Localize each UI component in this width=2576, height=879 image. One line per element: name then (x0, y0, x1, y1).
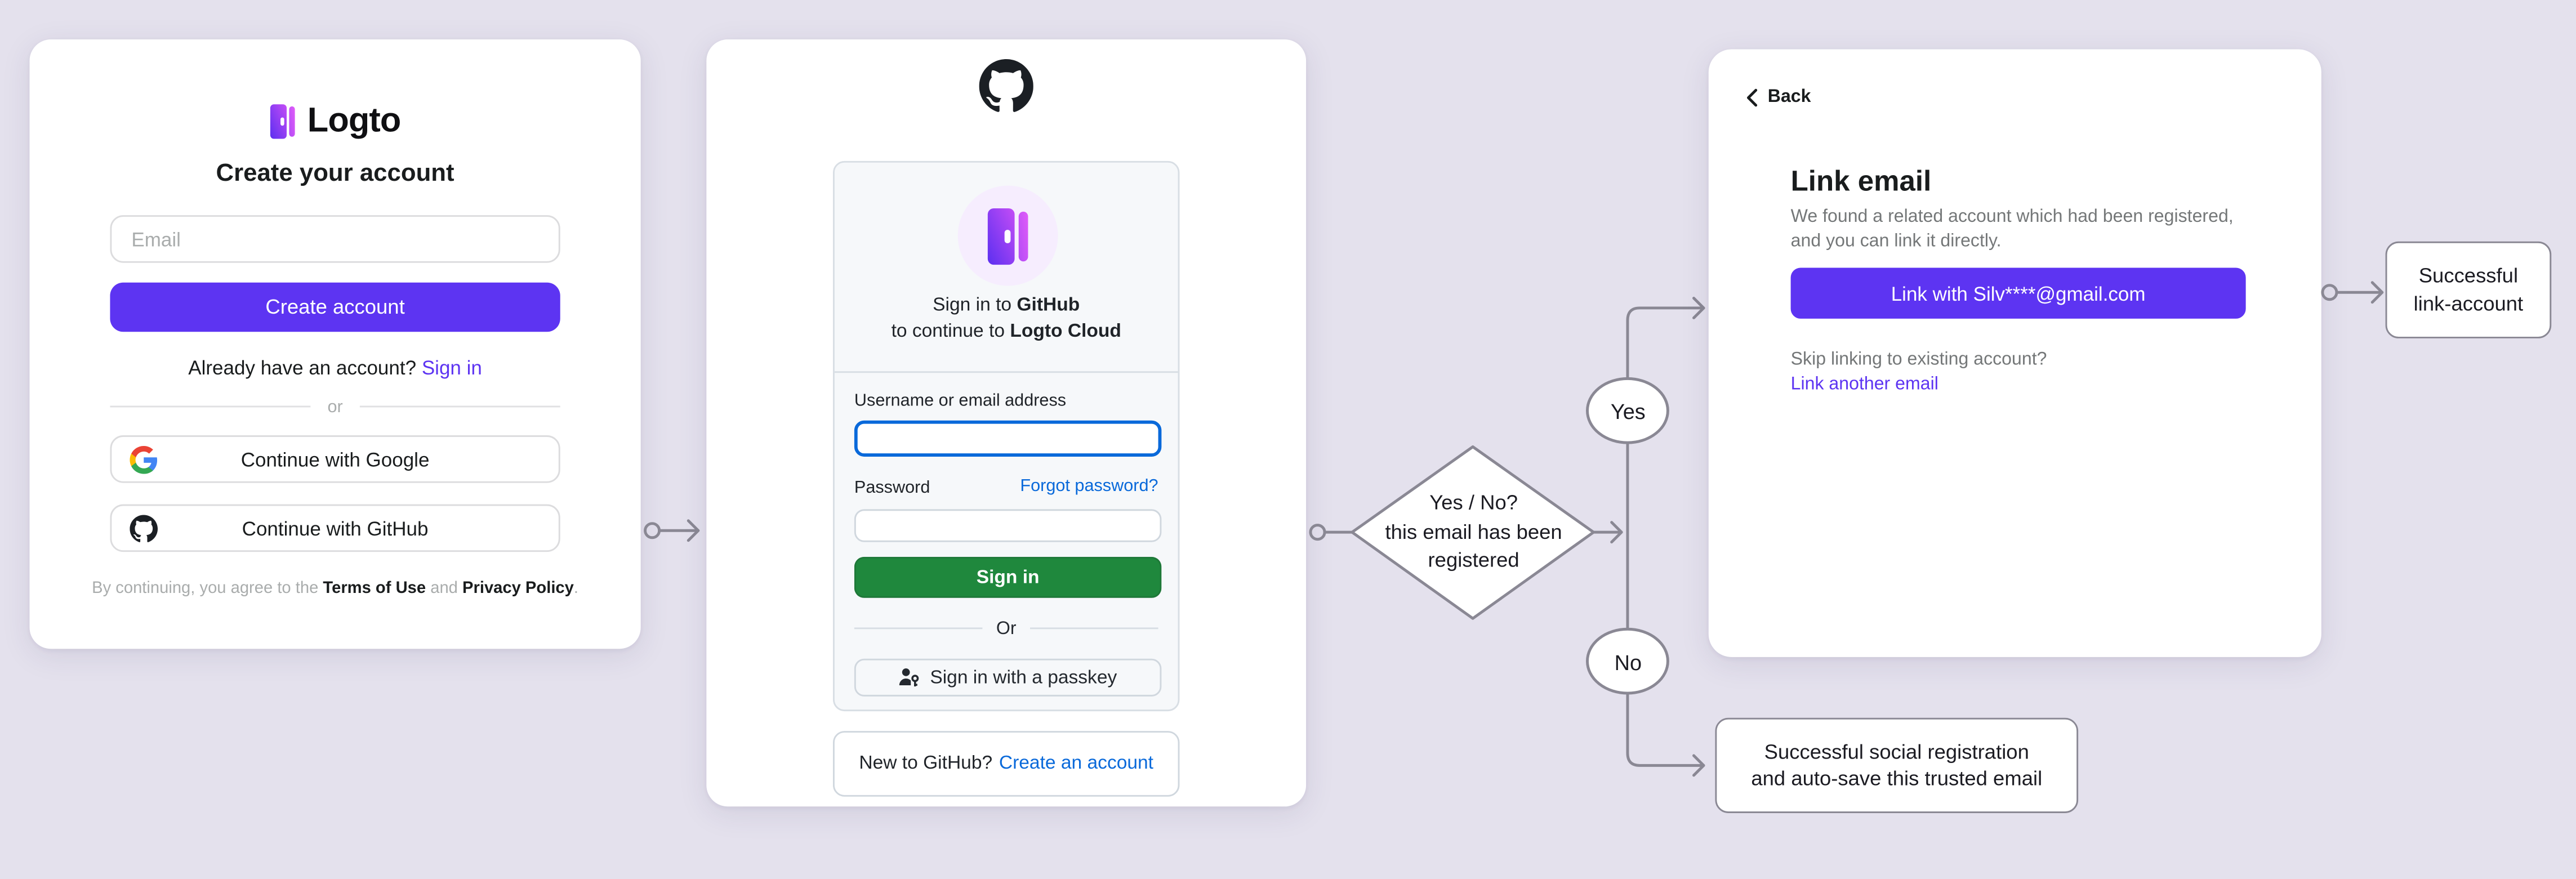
divider-line (359, 405, 560, 408)
continue-google-button[interactable]: Continue with Google (110, 435, 560, 483)
box-divider (834, 371, 1178, 373)
terms-period: . (573, 579, 578, 598)
outcome-social-registration-box: Successful social registration and auto-… (1715, 717, 2079, 813)
terms-prefix: By continuing, you agree to the (92, 579, 319, 598)
create-account-link[interactable]: Create an account (999, 753, 1154, 774)
continue-to-prefix: to continue to (891, 322, 1005, 342)
username-label: Username or email address (854, 391, 1067, 411)
outcome-line1: Successful social registration (1764, 740, 2029, 763)
google-icon (130, 445, 158, 474)
divider-line (110, 405, 311, 408)
signin-to-text: Sign in to GitHub to continue to Logto C… (835, 292, 1178, 345)
chevron-left-icon (1745, 88, 1759, 106)
decision-line1: Yes / No? (1429, 491, 1518, 515)
continue-github-label: Continue with GitHub (242, 516, 429, 540)
email-field[interactable] (110, 215, 560, 263)
terms-of-use-link[interactable]: Terms of Use (323, 579, 426, 598)
connector-arrow-3 (2321, 281, 2384, 304)
outcome-line2: link-account (2413, 291, 2524, 315)
continue-google-label: Continue with Google (240, 447, 430, 471)
terms-text: By continuing, you agree to the Terms of… (30, 580, 641, 598)
back-label: Back (1767, 87, 1811, 107)
page-title: Create your account (216, 159, 454, 188)
panel-title: Link email (1790, 164, 1932, 198)
skip-text: Skip linking to existing account? (1790, 350, 2047, 370)
outcome-line1: Successful (2418, 264, 2519, 288)
logto-door-icon (270, 104, 296, 140)
signin-prompt-row: Already have an account? Sign in (30, 356, 641, 380)
logto-logo: Logto (30, 101, 641, 140)
logto-signup-card: Logto Create your account Create account… (29, 39, 641, 649)
github-icon (130, 514, 158, 542)
brand-name: Logto (307, 101, 402, 140)
decision-line3: registered (1428, 548, 1519, 572)
decision-diamond-label: Yes / No? this email has been registered (1351, 489, 1597, 575)
github-auth-box: Sign in to GitHub to continue to Logto C… (832, 160, 1180, 712)
passkey-label: Sign in with a passkey (930, 667, 1117, 688)
divider-label: Or (996, 618, 1017, 639)
create-account-button[interactable]: Create account (110, 282, 560, 332)
password-input[interactable] (854, 509, 1162, 542)
new-to-github-box: New to GitHub? Create an account (832, 731, 1180, 797)
divider-line (1029, 627, 1158, 630)
link-email-panel: Back Link email We found a related accou… (1708, 49, 2321, 657)
flowchart-lines (1309, 296, 1705, 777)
signin-to-prefix: Sign in to (933, 296, 1012, 316)
password-label: Password (854, 478, 930, 498)
terms-and: and (430, 579, 458, 598)
logto-door-icon (986, 206, 1030, 265)
username-input[interactable] (854, 420, 1162, 457)
continue-to-app: Logto Cloud (1010, 322, 1121, 342)
link-another-email-link[interactable]: Link another email (1790, 373, 1938, 394)
forgot-password-link[interactable]: Forgot password? (1020, 476, 1158, 496)
divider-line (854, 627, 983, 630)
signin-prompt: Already have an account? (188, 356, 417, 380)
decision-line2: this email has been (1385, 520, 1562, 543)
outcome-line2: and auto-save this trusted email (1751, 767, 2043, 791)
github-signin-card: Sign in to GitHub to continue to Logto C… (706, 39, 1307, 807)
divider-label: or (327, 396, 343, 417)
or-divider: or (110, 396, 560, 417)
passkey-icon (899, 667, 920, 688)
github-signin-button[interactable]: Sign in (854, 556, 1162, 598)
new-prompt: New to GitHub? (859, 753, 993, 774)
outcome-link-account-box: Successful link-account (2385, 241, 2552, 338)
back-button[interactable]: Back (1745, 87, 1811, 107)
no-node-label: No (1614, 649, 1642, 675)
privacy-policy-link[interactable]: Privacy Policy (462, 579, 574, 598)
continue-github-button[interactable]: Continue with GitHub (110, 504, 560, 552)
github-logo-icon (979, 59, 1033, 113)
signin-to-github: GitHub (1017, 296, 1080, 316)
signin-link[interactable]: Sign in (421, 356, 482, 380)
or-divider: Or (854, 616, 1158, 641)
panel-description: We found a related account which had bee… (1790, 207, 2234, 251)
connector-arrow-1 (644, 519, 700, 542)
logto-app-avatar (957, 185, 1058, 286)
link-email-button[interactable]: Link with Silv****@gmail.com (1790, 267, 2246, 319)
yes-node-label: Yes (1610, 399, 1646, 424)
passkey-button[interactable]: Sign in with a passkey (854, 658, 1162, 697)
